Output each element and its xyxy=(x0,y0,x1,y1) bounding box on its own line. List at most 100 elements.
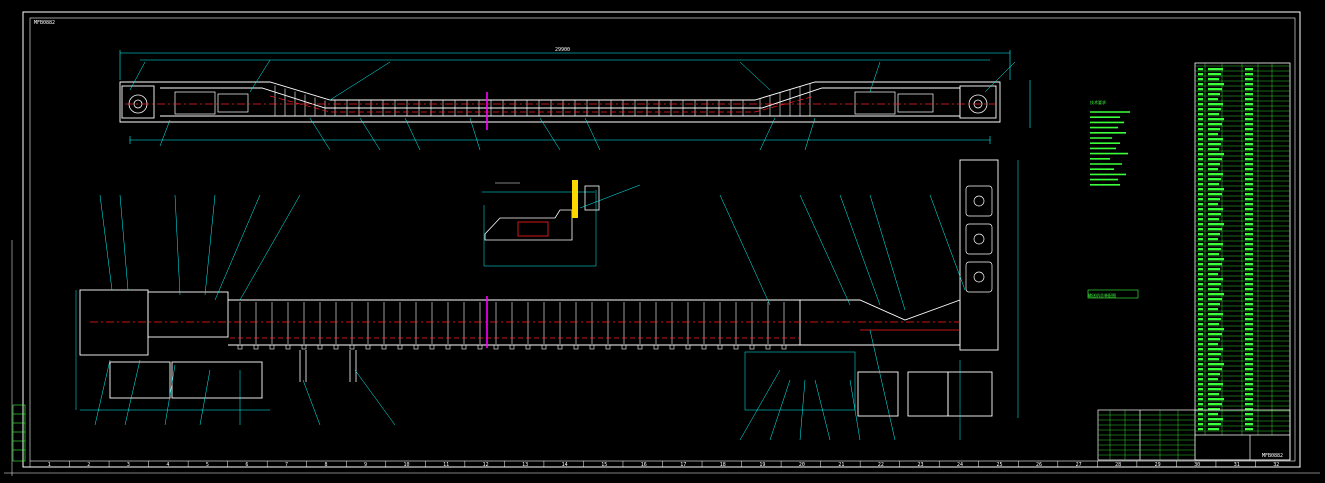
top-conveyor-view: 29900 xyxy=(119,47,1031,151)
parts-cell-mark xyxy=(1245,143,1253,146)
leader-line xyxy=(799,379,806,441)
bottom-flight-bracket xyxy=(685,344,691,350)
parts-cell-mark xyxy=(1198,93,1203,96)
parts-cell-mark xyxy=(1198,213,1203,216)
leader-line xyxy=(869,329,896,441)
parts-cell-mark xyxy=(1245,283,1253,286)
parts-cell-mark xyxy=(1198,88,1203,91)
parts-cell-mark xyxy=(1208,358,1219,361)
parts-cell-mark xyxy=(1245,68,1253,71)
parts-cell-mark xyxy=(1208,213,1221,216)
parts-cell-mark xyxy=(1198,108,1203,111)
parts-cell-mark xyxy=(1198,238,1203,241)
leader-line xyxy=(354,369,396,426)
bottom-flight-bracket xyxy=(317,344,323,350)
bottom-conveyor-view xyxy=(75,159,1019,441)
leader-line xyxy=(769,379,791,441)
parts-cell-mark xyxy=(1198,283,1203,286)
zone-number: 1 xyxy=(48,462,51,468)
parts-cell-mark xyxy=(1245,353,1253,356)
zone-number: 16 xyxy=(641,462,647,468)
parts-cell-mark xyxy=(1198,348,1203,351)
parts-cell-mark xyxy=(1208,218,1219,221)
parts-cell-mark xyxy=(1208,383,1223,386)
bottom-flight-bracket xyxy=(365,344,371,350)
parts-cell-mark xyxy=(1208,303,1220,306)
parts-cell-mark xyxy=(1208,318,1221,321)
parts-cell-mark xyxy=(1198,368,1203,371)
parts-cell-mark xyxy=(1208,293,1224,296)
parts-cell-mark xyxy=(1198,148,1203,151)
parts-cell-mark xyxy=(1208,68,1223,71)
top-length-dimension: 29900 xyxy=(555,47,570,53)
parts-cell-mark xyxy=(1245,153,1253,156)
parts-cell-mark xyxy=(1198,198,1203,201)
parts-cell-mark xyxy=(1245,403,1253,406)
parts-cell-mark xyxy=(1198,428,1203,431)
leader-line xyxy=(739,369,781,441)
parts-cell-mark xyxy=(1245,228,1253,231)
parts-cell-mark xyxy=(1208,113,1219,116)
bottom-flight-bracket xyxy=(253,344,259,350)
parts-cell-mark xyxy=(1208,393,1219,396)
zone-number: 9 xyxy=(364,462,367,468)
parts-cell-mark xyxy=(1198,423,1203,426)
parts-cell-mark xyxy=(1198,208,1203,211)
parts-cell-mark xyxy=(1208,263,1222,266)
bottom-flight-bracket xyxy=(429,344,435,350)
zone-number: 7 xyxy=(285,462,288,468)
parts-cell-mark xyxy=(1198,378,1203,381)
parts-cell-mark xyxy=(1198,163,1203,166)
parts-cell-mark xyxy=(1245,303,1253,306)
parts-cell-mark xyxy=(1245,73,1253,76)
parts-cell-mark xyxy=(1208,153,1224,156)
parts-cell-mark xyxy=(1198,83,1203,86)
parts-cell-mark xyxy=(1245,108,1253,111)
parts-cell-mark xyxy=(1198,258,1203,261)
parts-cell-mark xyxy=(1198,223,1203,226)
parts-cell-mark xyxy=(1198,178,1203,181)
parts-cell-mark xyxy=(1198,408,1203,411)
bottom-flight-bracket xyxy=(461,344,467,350)
parts-cell-mark xyxy=(1198,193,1203,196)
parts-cell-mark xyxy=(1198,143,1203,146)
leader-line xyxy=(929,194,966,291)
parts-cell-mark xyxy=(1208,398,1224,401)
bottom-flight-bracket xyxy=(765,344,771,350)
parts-cell-mark xyxy=(1208,148,1219,151)
parts-cell-mark xyxy=(1245,138,1253,141)
parts-cell-mark xyxy=(1198,133,1203,136)
parts-cell-mark xyxy=(1208,248,1221,251)
zone-number: 8 xyxy=(324,462,327,468)
parts-cell-mark xyxy=(1208,163,1220,166)
detail-view xyxy=(482,180,641,267)
bottom-flight-bracket xyxy=(301,344,307,350)
parts-cell-mark xyxy=(1198,413,1203,416)
parts-cell-mark xyxy=(1198,153,1203,156)
parts-cell-mark xyxy=(1245,243,1253,246)
zone-number: 30 xyxy=(1194,462,1200,468)
parts-cell-mark xyxy=(1245,88,1253,91)
parts-cell-mark xyxy=(1198,103,1203,106)
parts-cell-mark xyxy=(1198,188,1203,191)
leader-line xyxy=(799,194,851,306)
bottom-flight-bracket xyxy=(413,344,419,350)
parts-cell-mark xyxy=(1198,288,1203,291)
parts-cell-mark xyxy=(1198,323,1203,326)
leader-line xyxy=(839,194,881,306)
parts-cell-mark xyxy=(1198,233,1203,236)
parts-cell-mark xyxy=(1245,388,1253,391)
parts-cell-mark xyxy=(1198,78,1203,81)
parts-cell-mark xyxy=(1245,168,1253,171)
parts-cell-mark xyxy=(1245,408,1253,411)
corner-tag: MFB0882 xyxy=(34,20,55,26)
bottom-flight-bracket xyxy=(333,344,339,350)
zone-number: 17 xyxy=(680,462,686,468)
parts-cell-mark xyxy=(1198,373,1203,376)
parts-cell-mark xyxy=(1198,173,1203,176)
zone-number: 31 xyxy=(1234,462,1240,468)
top-conveyor-flights xyxy=(274,83,811,116)
bottom-centerline xyxy=(90,321,960,339)
